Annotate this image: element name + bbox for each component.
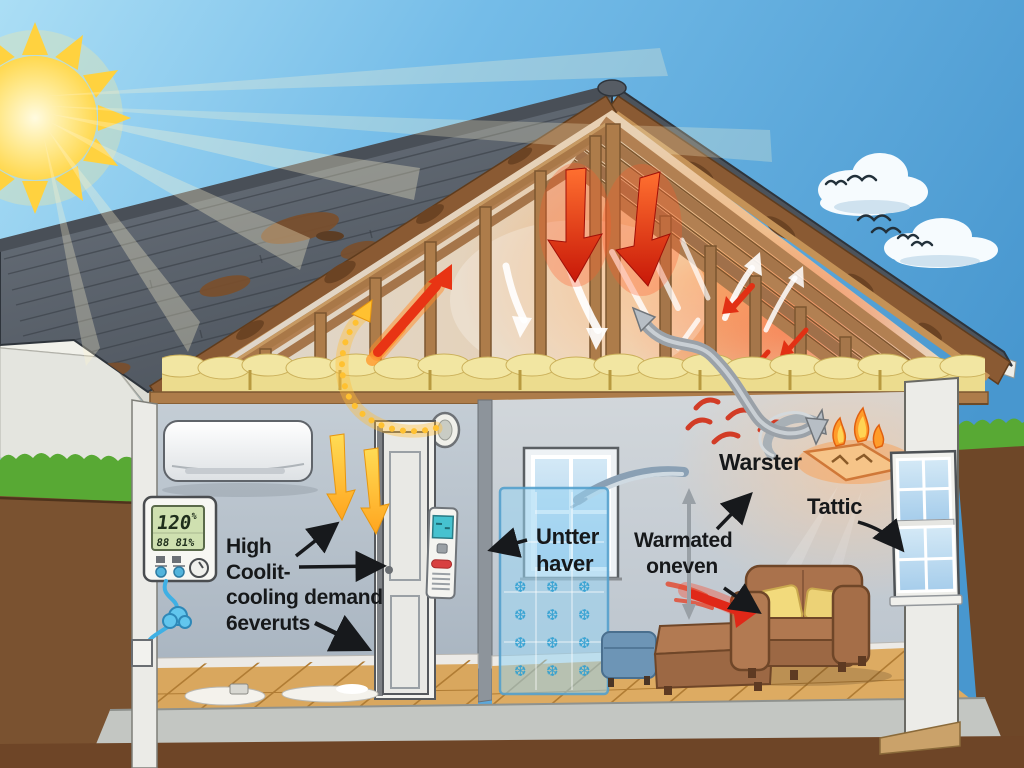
- annotation-arrow: [298, 550, 387, 583]
- ac-unit: [163, 420, 313, 482]
- sun-rays: [0, 22, 131, 214]
- thermostat-display: [151, 505, 205, 551]
- thermostat-unit: %: [191, 512, 198, 522]
- annotation-arrow: [715, 491, 753, 531]
- label-cooling-demand: High Coolit- cooling demand 6everuts: [226, 534, 383, 636]
- heat-rise-dotted-arrow: [335, 298, 443, 438]
- thermostat-main-reading: 120: [155, 511, 193, 534]
- label-line: 6everuts: [226, 611, 310, 635]
- cloud: [884, 218, 998, 268]
- wire-blob: [162, 606, 192, 629]
- snowflake-icon: ❆: [514, 634, 527, 652]
- thermostat-dial: [189, 558, 209, 578]
- double-arrow: [682, 488, 696, 620]
- light-beams: [44, 48, 772, 366]
- annotation-arrow: [294, 521, 340, 558]
- grass: [958, 418, 1024, 454]
- fascia-board: [613, 111, 991, 381]
- snowflake-icon: ❆: [578, 578, 591, 596]
- sill-plate: [879, 721, 961, 755]
- heat-gain-arrows: [326, 433, 390, 536]
- sofa: [729, 564, 871, 680]
- partition-wall-edge: [477, 399, 493, 703]
- snowflake-icon: ❆: [546, 606, 559, 624]
- annotation-arrow: [723, 583, 762, 614]
- wall-control-device: [425, 506, 459, 600]
- snowflake-icon: ❆: [578, 634, 591, 652]
- annotation-arrow: [857, 518, 905, 553]
- duct-air-arrow: [631, 306, 830, 446]
- snowflake-icon: ❆: [546, 578, 559, 596]
- soil: [0, 496, 162, 768]
- label-line: High: [226, 535, 272, 558]
- outlet-box: [131, 639, 153, 667]
- soil: [956, 446, 1024, 768]
- label-warster: Warster: [719, 449, 802, 475]
- floor-debris: [184, 683, 379, 706]
- roof-ridge: [0, 84, 612, 252]
- cooling-filter-panel: ❆ ❆ ❆ ❆ ❆ ❆ ❆ ❆ ❆ ❆ ❆ ❆: [498, 486, 610, 696]
- attic-insulation: [162, 353, 985, 392]
- flame-icon: [832, 406, 885, 449]
- thermostat-sub-reading: 88 81%: [156, 537, 196, 549]
- annotation-arrow: [314, 614, 373, 652]
- attic-hatch: [802, 442, 906, 482]
- trim-blotches: [236, 147, 533, 340]
- ottoman-blue: [601, 631, 657, 687]
- heat-rise-red-arrow: [366, 264, 452, 366]
- label-warm-air: Warmated oneven: [634, 528, 733, 579]
- thermostat: 120 % 88 81%: [142, 495, 218, 583]
- snowflake-icon: ❆: [514, 606, 527, 624]
- grass: [0, 453, 140, 502]
- label-window-filter: Untter haver: [536, 524, 599, 578]
- label-line: cooling demand: [226, 586, 383, 610]
- label-line: Warmated: [634, 529, 733, 552]
- door: [374, 420, 436, 700]
- snowflake-icon: ❆: [546, 634, 559, 652]
- cloud: [818, 153, 928, 216]
- label-line: Untter: [536, 524, 599, 549]
- soil: [0, 736, 1024, 768]
- door-knob: [385, 566, 393, 574]
- snowflake-icon: ❆: [546, 662, 559, 680]
- window-right: [889, 449, 963, 607]
- label-tattic: Tattic: [807, 494, 863, 519]
- sun-icon: [0, 22, 131, 214]
- label-line: oneven: [646, 554, 718, 578]
- bird-icon: [824, 174, 934, 247]
- snowflake-icon: ❆: [514, 578, 527, 596]
- label-line: haver: [536, 550, 594, 576]
- label-line: Coolit-: [226, 560, 291, 584]
- snowflake-icon: ❆: [578, 606, 591, 624]
- annotation-arrow: [487, 527, 528, 558]
- snowflake-icon: ❆: [578, 662, 591, 680]
- red-heat-arrows: [539, 163, 809, 371]
- ridge-cap: [597, 79, 627, 97]
- annotation-arrows: [294, 491, 905, 652]
- cut-wall-left: [131, 399, 158, 768]
- snowflake-icon: ❆: [514, 662, 527, 680]
